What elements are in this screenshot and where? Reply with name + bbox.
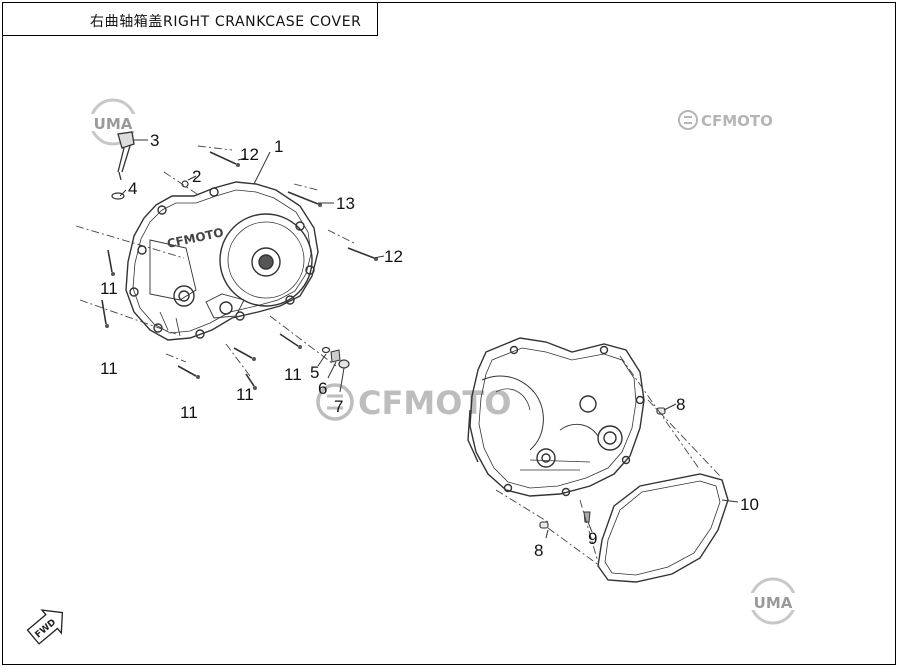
- callout-11-c: 11: [180, 403, 198, 422]
- right-crankcase-cover: CFMOTO: [125, 181, 319, 341]
- plug-7: [338, 359, 350, 369]
- uma-logo-top-text: UMA: [94, 115, 133, 133]
- callout-7: 7: [334, 397, 343, 416]
- title-en: RIGHT CRANKCASE COVER: [163, 14, 362, 30]
- callout-10: 10: [740, 495, 759, 514]
- leader-lines: [119, 139, 739, 539]
- callout-11-e: 11: [284, 365, 302, 384]
- callout-12-upper: 12: [240, 145, 259, 164]
- callout-4: 4: [128, 179, 137, 198]
- cfmoto-watermark-large: CFMOTO: [316, 383, 511, 422]
- title-block: 右曲轴箱盖RIGHT CRANKCASE COVER: [2, 2, 378, 36]
- callout-1: 1: [274, 137, 283, 156]
- assembly-centerlines: [75, 145, 721, 567]
- callout-6: 6: [318, 379, 327, 398]
- callout-2: 2: [192, 167, 201, 186]
- title-cn: 右曲轴箱盖: [90, 14, 163, 30]
- dowel-pin-2: [181, 180, 189, 188]
- cfmoto-watermark-small-text: CFMOTO: [701, 112, 773, 130]
- cover-bolt-heads: [105, 163, 378, 390]
- drain-bolt-6: [330, 349, 341, 363]
- uma-logo-bottom-text: UMA: [754, 594, 793, 612]
- callout-3: 3: [150, 131, 159, 150]
- cover-bolts: [101, 151, 375, 387]
- washer-5: [321, 346, 331, 354]
- cfmoto-watermark-small: CFMOTO: [678, 110, 773, 130]
- cfmoto-watermark-large-text: CFMOTO: [358, 384, 511, 422]
- uma-logo-top: UMA: [86, 98, 140, 146]
- callout-5: 5: [310, 363, 319, 382]
- oil-dipstick: [117, 131, 135, 181]
- callout-11-a: 11: [100, 279, 118, 298]
- cover-gasket-inner-edge: [604, 480, 721, 576]
- diagram-title: 右曲轴箱盖RIGHT CRANKCASE COVER: [90, 11, 361, 31]
- callout-11-d: 11: [236, 385, 254, 404]
- callout-8-upper: 8: [676, 395, 685, 414]
- cover-gasket: [597, 473, 729, 583]
- callout-11-b: 11: [100, 359, 118, 378]
- callout-9: 9: [588, 529, 597, 548]
- dowel-8-lower: [539, 521, 549, 529]
- forward-direction-marker: FWD: [26, 609, 64, 645]
- callout-8-lower: 8: [534, 541, 543, 560]
- uma-logo-bottom: UMA: [746, 577, 800, 625]
- crankcase-half: [467, 337, 645, 497]
- cover-casting-logo: CFMOTO: [166, 225, 225, 251]
- dipstick-o-ring: [111, 192, 125, 200]
- callout-13: 13: [336, 194, 355, 213]
- callout-12-right: 12: [384, 247, 403, 266]
